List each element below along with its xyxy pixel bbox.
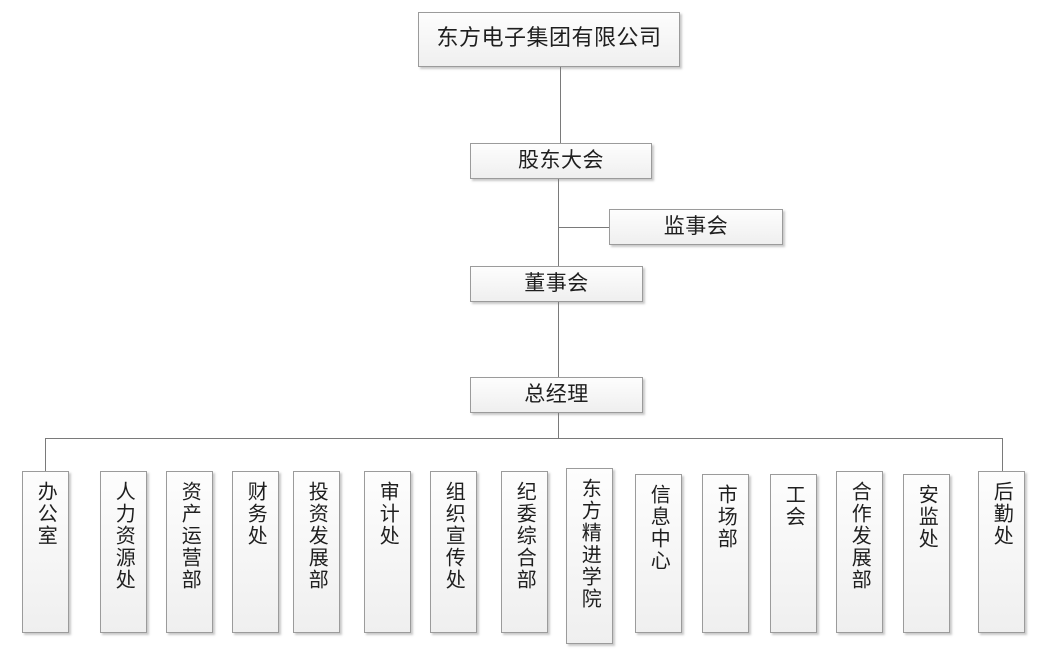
connector-bus-to-last-department: [1002, 438, 1003, 471]
connector-root-to-shareholders: [560, 67, 561, 143]
node-department-finance[interactable]: 财务处: [232, 471, 279, 633]
node-general-manager[interactable]: 总经理: [470, 377, 643, 413]
node-label: 审计处: [376, 481, 401, 547]
node-label: 总经理: [524, 382, 589, 407]
connector-department-bus: [45, 438, 1003, 439]
node-label: 人力资源处: [112, 481, 137, 591]
node-department-human-resources[interactable]: 人力资源处: [100, 471, 147, 633]
node-department-investment-development[interactable]: 投资发展部: [293, 471, 340, 633]
node-label: 财务处: [244, 481, 269, 547]
node-label: 安监处: [915, 484, 940, 550]
node-label: 纪委综合部: [513, 481, 538, 591]
node-label: 投资发展部: [305, 481, 330, 591]
node-board-of-directors[interactable]: 董事会: [470, 266, 643, 302]
node-label: 工会: [782, 484, 807, 528]
node-label: 办公室: [34, 481, 59, 547]
connector-directors-to-manager: [558, 302, 559, 377]
node-department-discipline-inspection[interactable]: 纪委综合部: [501, 471, 548, 633]
connector-to-supervisors: [558, 227, 609, 228]
node-department-logistics[interactable]: 后勤处: [978, 471, 1025, 633]
node-company-root[interactable]: 东方电子集团有限公司: [418, 12, 680, 67]
node-label: 东方电子集团有限公司: [436, 26, 662, 52]
connector-bus-to-first-department: [45, 438, 46, 471]
node-department-marketing[interactable]: 市场部: [702, 474, 749, 633]
node-department-labor-union[interactable]: 工会: [770, 474, 817, 633]
node-department-asset-operations[interactable]: 资产运营部: [166, 471, 213, 633]
node-department-dongfang-academy[interactable]: 东方精进学院: [566, 468, 613, 644]
node-label: 后勤处: [990, 481, 1015, 547]
node-label: 董事会: [524, 271, 589, 296]
node-department-organization-publicity[interactable]: 组织宣传处: [430, 471, 477, 633]
node-label: 监事会: [663, 214, 729, 239]
node-label: 信息中心: [647, 484, 672, 572]
node-label: 组织宣传处: [442, 481, 467, 591]
node-department-cooperation-development[interactable]: 合作发展部: [836, 471, 883, 633]
connector-manager-to-bus: [558, 413, 559, 439]
node-label: 合作发展部: [848, 481, 873, 591]
node-department-information-center[interactable]: 信息中心: [635, 474, 682, 633]
node-shareholders-meeting[interactable]: 股东大会: [470, 143, 652, 179]
node-department-audit[interactable]: 审计处: [364, 471, 411, 633]
node-label: 股东大会: [518, 148, 604, 173]
node-label: 市场部: [714, 484, 739, 550]
node-label: 资产运营部: [178, 481, 203, 591]
node-department-office[interactable]: 办公室: [22, 471, 69, 633]
node-department-safety-supervision[interactable]: 安监处: [903, 474, 950, 633]
connector-shareholders-to-directors: [558, 179, 559, 266]
node-board-of-supervisors[interactable]: 监事会: [609, 209, 783, 245]
node-label: 东方精进学院: [578, 478, 603, 610]
